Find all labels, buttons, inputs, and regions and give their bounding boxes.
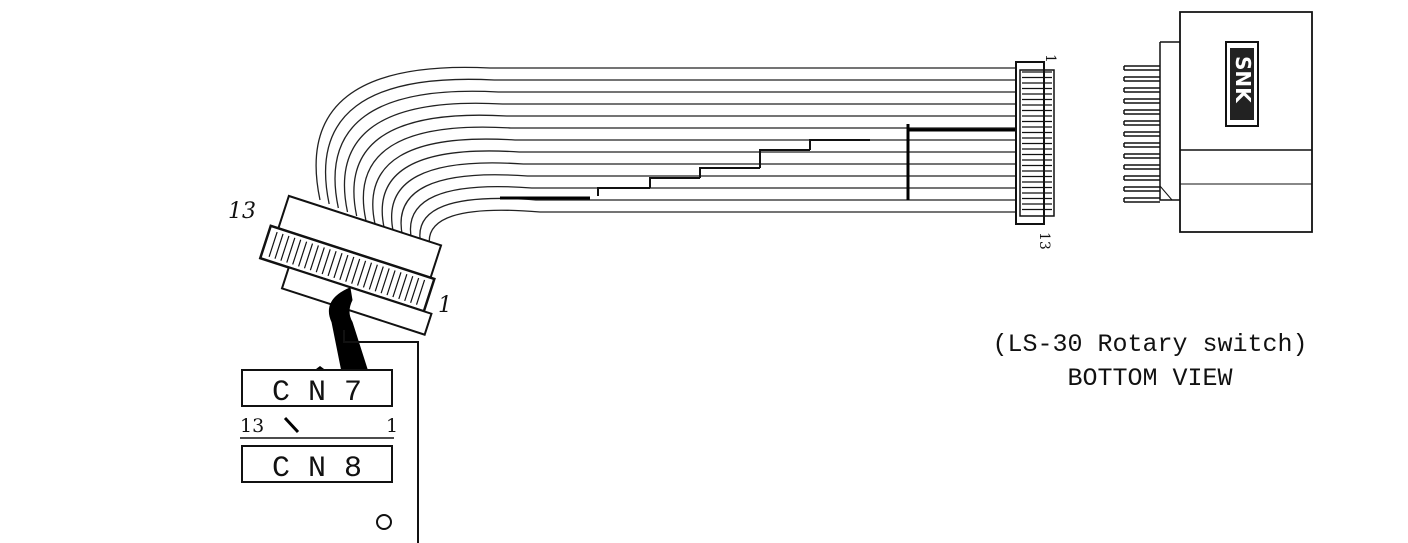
ribbon-wire bbox=[409, 185, 1016, 241]
ribbon-cable bbox=[315, 66, 1016, 249]
ribbon-wire bbox=[324, 78, 1016, 205]
ribbon-wire bbox=[419, 197, 1016, 245]
pcb-board: C N 7 13 1 C N 8 bbox=[240, 330, 419, 543]
caption-title: (LS-30 Rotary switch) bbox=[992, 330, 1308, 359]
ribbon-wire bbox=[362, 126, 1016, 221]
ribbon-wire bbox=[372, 138, 1016, 225]
ribbon-wire bbox=[400, 174, 1016, 237]
connector-cn8-box bbox=[241, 445, 393, 483]
right-connector-pin-13-label: 13 bbox=[1036, 232, 1052, 250]
figure-caption: (LS-30 Rotary switch) BOTTOM VIEW bbox=[940, 328, 1360, 396]
cn7-pin-1-label: 1 bbox=[386, 415, 398, 437]
ribbon-wire bbox=[334, 90, 1016, 209]
ribbon-wire bbox=[353, 114, 1016, 217]
switch-logo: SNK bbox=[1231, 56, 1255, 104]
caption-subtitle: BOTTOM VIEW bbox=[1067, 364, 1233, 393]
connector-cn7-box bbox=[241, 369, 393, 407]
ribbon-wire bbox=[315, 66, 1016, 201]
ribbon-jog bbox=[649, 177, 700, 188]
connector-cn8-label: C N 8 bbox=[272, 452, 362, 486]
ribbon-jog-traces bbox=[500, 124, 1015, 200]
ribbon-wire bbox=[343, 102, 1016, 213]
ribbon-jog bbox=[597, 187, 650, 196]
left-connector-pin-1-label: 1 bbox=[438, 293, 452, 318]
left-connector bbox=[258, 194, 443, 336]
right-connector bbox=[1015, 61, 1055, 225]
right-connector-pin-1-label: 1 bbox=[1042, 54, 1058, 63]
rotary-switch: SNK bbox=[1123, 11, 1313, 233]
mounting-hole bbox=[376, 514, 392, 530]
ribbon-wire bbox=[381, 150, 1016, 229]
left-connector-pin-13-label: 13 bbox=[228, 199, 256, 224]
connector-cn7-label: C N 7 bbox=[272, 376, 362, 410]
ribbon-jog bbox=[809, 139, 870, 150]
cn7-pin-13-label: 13 bbox=[240, 415, 264, 437]
ribbon-wire bbox=[428, 209, 1016, 249]
ribbon-jog bbox=[759, 149, 810, 168]
ribbon-wire bbox=[391, 162, 1016, 233]
ribbon-jog bbox=[699, 167, 760, 178]
